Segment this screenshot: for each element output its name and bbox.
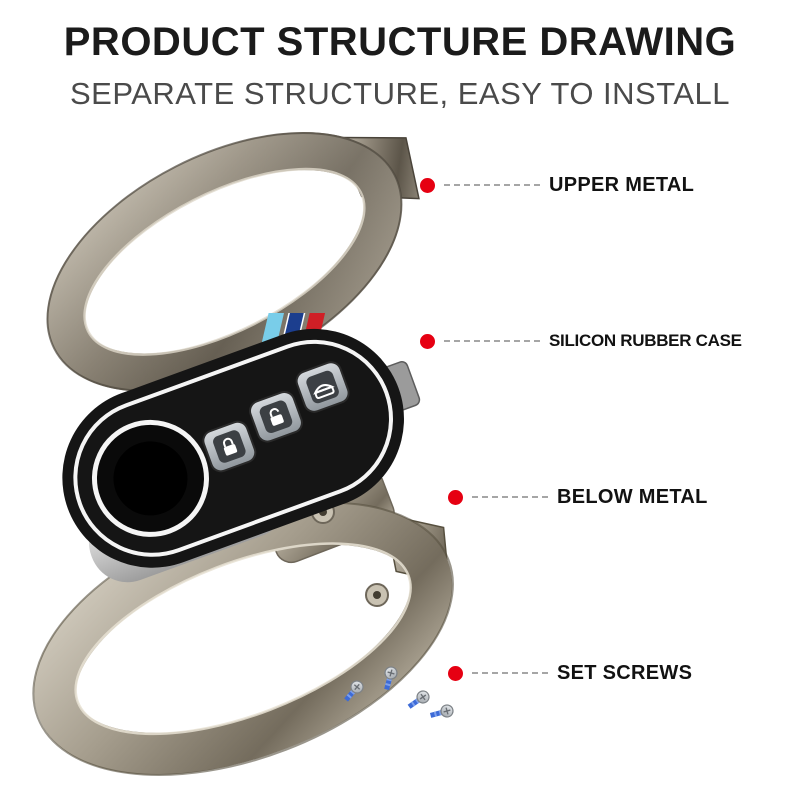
unlock-button <box>248 390 303 443</box>
set-screws-image <box>344 666 454 718</box>
trunk-button <box>295 361 350 413</box>
leader-line <box>444 184 540 186</box>
red-dot-marker <box>448 489 463 505</box>
screw-boss-2 <box>365 583 389 607</box>
callout-label-below-metal: BELOW METAL <box>557 485 708 508</box>
callout-label-upper-metal: UPPER METAL <box>549 173 695 196</box>
red-dot-marker <box>448 665 463 681</box>
key-ring-hole <box>91 419 209 537</box>
callout-label-set-screws: SET SCREWS <box>557 661 693 684</box>
screw-1 <box>344 680 364 702</box>
silicone-rubber-case-image <box>62 313 421 583</box>
callout-upper-metal: UPPER METAL <box>420 172 694 198</box>
page-subtitle: SEPARATE STRUCTURE, EASY TO INSTALL <box>69 76 731 111</box>
lock-button <box>202 420 257 473</box>
red-dot-marker <box>420 177 435 193</box>
callout-silicon-rubber-case: SILICON RUBBER CASE <box>420 328 742 354</box>
callout-below-metal: BELOW METAL <box>448 484 708 510</box>
screw-2 <box>384 666 398 691</box>
leader-line <box>472 672 548 674</box>
red-dot-marker <box>420 333 435 349</box>
leader-line <box>472 496 548 498</box>
callout-label-silicon-rubber-case: SILICON RUBBER CASE <box>549 331 742 350</box>
leader-line <box>444 340 540 342</box>
page-title: PRODUCT STRUCTURE DRAWING <box>63 20 737 64</box>
screw-3 <box>407 690 430 709</box>
screw-4 <box>429 704 454 718</box>
callout-set-screws: SET SCREWS <box>448 660 692 686</box>
